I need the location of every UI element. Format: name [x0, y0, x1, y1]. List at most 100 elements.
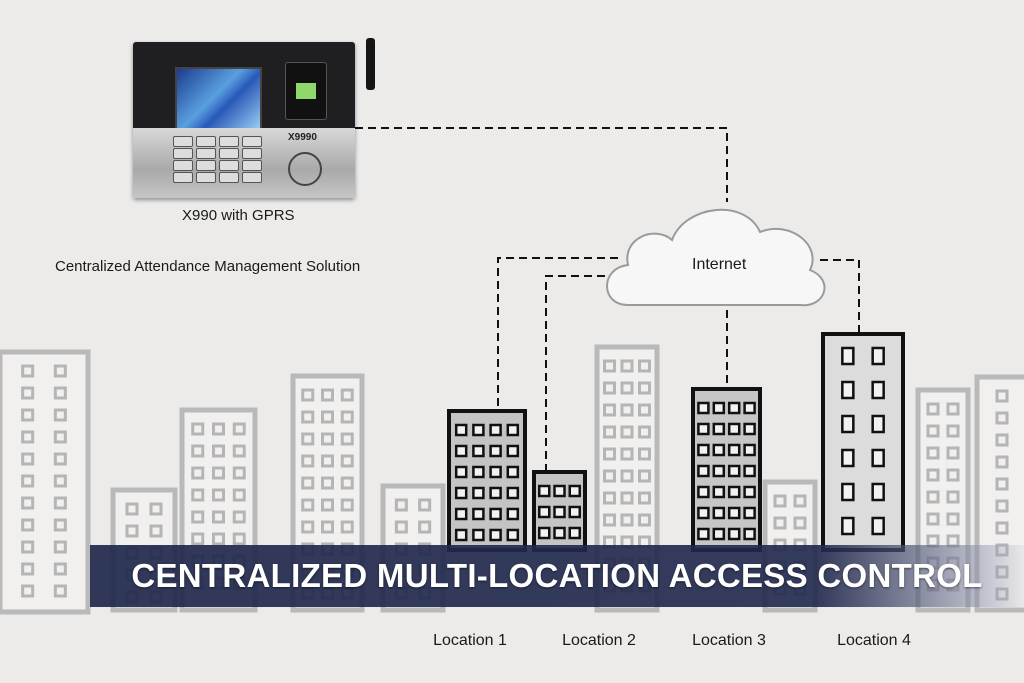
- keypad-key: [242, 136, 262, 147]
- building-window: [638, 403, 651, 417]
- building-window: [697, 443, 710, 457]
- building-window: [871, 414, 885, 434]
- building-window: [793, 494, 807, 508]
- building-window: [638, 491, 651, 505]
- building-window: [743, 506, 756, 520]
- building-window: [620, 359, 634, 373]
- building-window: [603, 403, 616, 417]
- building-window: [454, 423, 468, 437]
- building-window: [472, 507, 485, 521]
- building-window: [232, 422, 246, 436]
- keypad-key: [173, 172, 193, 183]
- building-window: [926, 424, 940, 438]
- building-window: [21, 496, 35, 510]
- keypad-key: [242, 148, 262, 159]
- building-window: [212, 422, 225, 436]
- network-connections: [355, 127, 860, 471]
- background-building: [0, 349, 91, 615]
- building-window: [489, 507, 502, 521]
- building-window: [697, 401, 710, 415]
- building-window: [697, 506, 710, 520]
- building-window: [871, 448, 885, 468]
- building-window: [946, 446, 960, 460]
- building-window: [489, 465, 502, 479]
- building-window: [712, 527, 726, 541]
- building-window: [841, 482, 855, 502]
- building-window: [53, 452, 67, 466]
- building-window: [603, 491, 616, 505]
- cloud-to-location-2-line: [545, 275, 618, 471]
- building-window: [340, 476, 354, 490]
- building-window: [321, 432, 334, 446]
- building-window: [21, 562, 35, 576]
- building-window: [638, 469, 651, 483]
- building-window: [620, 381, 634, 395]
- building-window: [506, 486, 520, 500]
- building-window: [553, 484, 566, 498]
- building-window: [620, 469, 634, 483]
- building-window: [53, 584, 67, 598]
- building-window: [995, 499, 1009, 513]
- device-screen: [175, 67, 262, 132]
- location-3-label: Location 3: [692, 632, 766, 649]
- location-buildings: [447, 332, 905, 552]
- building-window: [472, 444, 485, 458]
- building-window: [620, 513, 634, 527]
- building-window: [506, 528, 520, 542]
- building-window: [340, 520, 354, 534]
- building-window: [926, 446, 940, 460]
- building-window: [871, 482, 885, 502]
- building-window: [506, 444, 520, 458]
- building-window: [454, 528, 468, 542]
- building-window: [489, 528, 502, 542]
- location-2-label: Location 2: [562, 632, 636, 649]
- building-window: [712, 506, 726, 520]
- cloud-icon: [606, 208, 826, 307]
- building-window: [871, 380, 885, 400]
- building-window: [454, 507, 468, 521]
- building-window: [340, 498, 354, 512]
- building-window: [212, 444, 225, 458]
- building-window: [538, 484, 551, 498]
- building-window: [946, 468, 960, 482]
- building-window: [125, 524, 139, 538]
- building-window: [995, 477, 1009, 491]
- building-window: [926, 512, 940, 526]
- building-window: [841, 346, 855, 366]
- building-window: [394, 520, 408, 534]
- building-window: [638, 359, 651, 373]
- building-window: [995, 433, 1009, 447]
- building-window: [638, 447, 651, 461]
- building-window: [149, 502, 163, 516]
- building-window: [418, 520, 432, 534]
- building-window: [743, 443, 756, 457]
- keypad-key: [219, 160, 239, 171]
- building-window: [21, 518, 35, 532]
- building-window: [418, 498, 432, 512]
- building-window: [538, 526, 551, 540]
- building-window: [638, 381, 651, 395]
- building-window: [472, 465, 485, 479]
- building-window: [946, 512, 960, 526]
- building-window: [21, 584, 35, 598]
- device-label: X990 with GPRS: [182, 207, 295, 224]
- building-window: [926, 490, 940, 504]
- building-window: [21, 540, 35, 554]
- keypad-key: [173, 136, 193, 147]
- building-window: [489, 444, 502, 458]
- building-window: [773, 516, 787, 530]
- building-window: [568, 484, 581, 498]
- gprs-antenna-icon: [366, 38, 375, 90]
- device-to-cloud-line: [355, 127, 728, 202]
- building-window: [191, 444, 205, 458]
- building-window: [212, 510, 225, 524]
- building-window: [53, 474, 67, 488]
- building-window: [489, 486, 502, 500]
- building-window: [232, 510, 246, 524]
- building-window: [301, 520, 315, 534]
- building-window: [506, 507, 520, 521]
- building-window: [568, 526, 581, 540]
- cloud-label: Internet: [692, 256, 747, 273]
- keypad-key: [242, 172, 262, 183]
- building-window: [727, 485, 741, 499]
